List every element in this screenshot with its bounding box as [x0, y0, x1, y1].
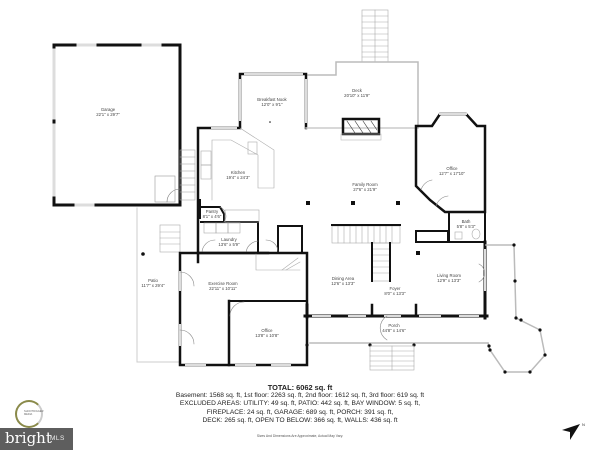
excluded-areas-line-3: DECK: 265 sq. ft, OPEN TO BELOW: 366 sq.… [202, 416, 398, 424]
fireplace [341, 117, 381, 136]
excluded-areas-line-2: FIREPLACE: 24 sq. ft, GARAGE: 689 sq. ft… [206, 408, 394, 416]
office-upper-walls [414, 112, 487, 214]
bright-wordmark: bright [5, 429, 52, 447]
deck-stairs [361, 9, 389, 63]
exercise-office-walls [178, 251, 309, 367]
columns [306, 201, 420, 255]
total-area: TOTAL: 6062 sq. ft [267, 383, 333, 392]
excluded-areas-line-1: EXCLUDED AREAS: UTILITY: 49 sq. ft, PATI… [179, 400, 421, 408]
photographer-logo-icon [15, 400, 43, 428]
kitchen-counters [200, 127, 275, 201]
garage-stairs [179, 149, 196, 201]
mls-wordmark: MLS [50, 435, 65, 442]
area-summary: TOTAL: 6062 sq. ft Basement: 1568 sq. ft… [150, 383, 450, 425]
north-arrow-icon: N [562, 422, 585, 440]
front-steps [369, 345, 415, 371]
svg-text:N: N [582, 422, 585, 427]
disclaimer: Sizes And Dimensions Are Approximate, Ac… [256, 434, 344, 438]
floor-breakdown: Basement: 1568 sq. ft, 1st floor: 2263 s… [175, 392, 425, 400]
side-stairs [159, 224, 181, 253]
bright-mls-badge: bright MLS [0, 428, 73, 450]
porch-railing [309, 244, 546, 373]
deck-railing [307, 61, 419, 129]
garage-walls [52, 43, 182, 207]
